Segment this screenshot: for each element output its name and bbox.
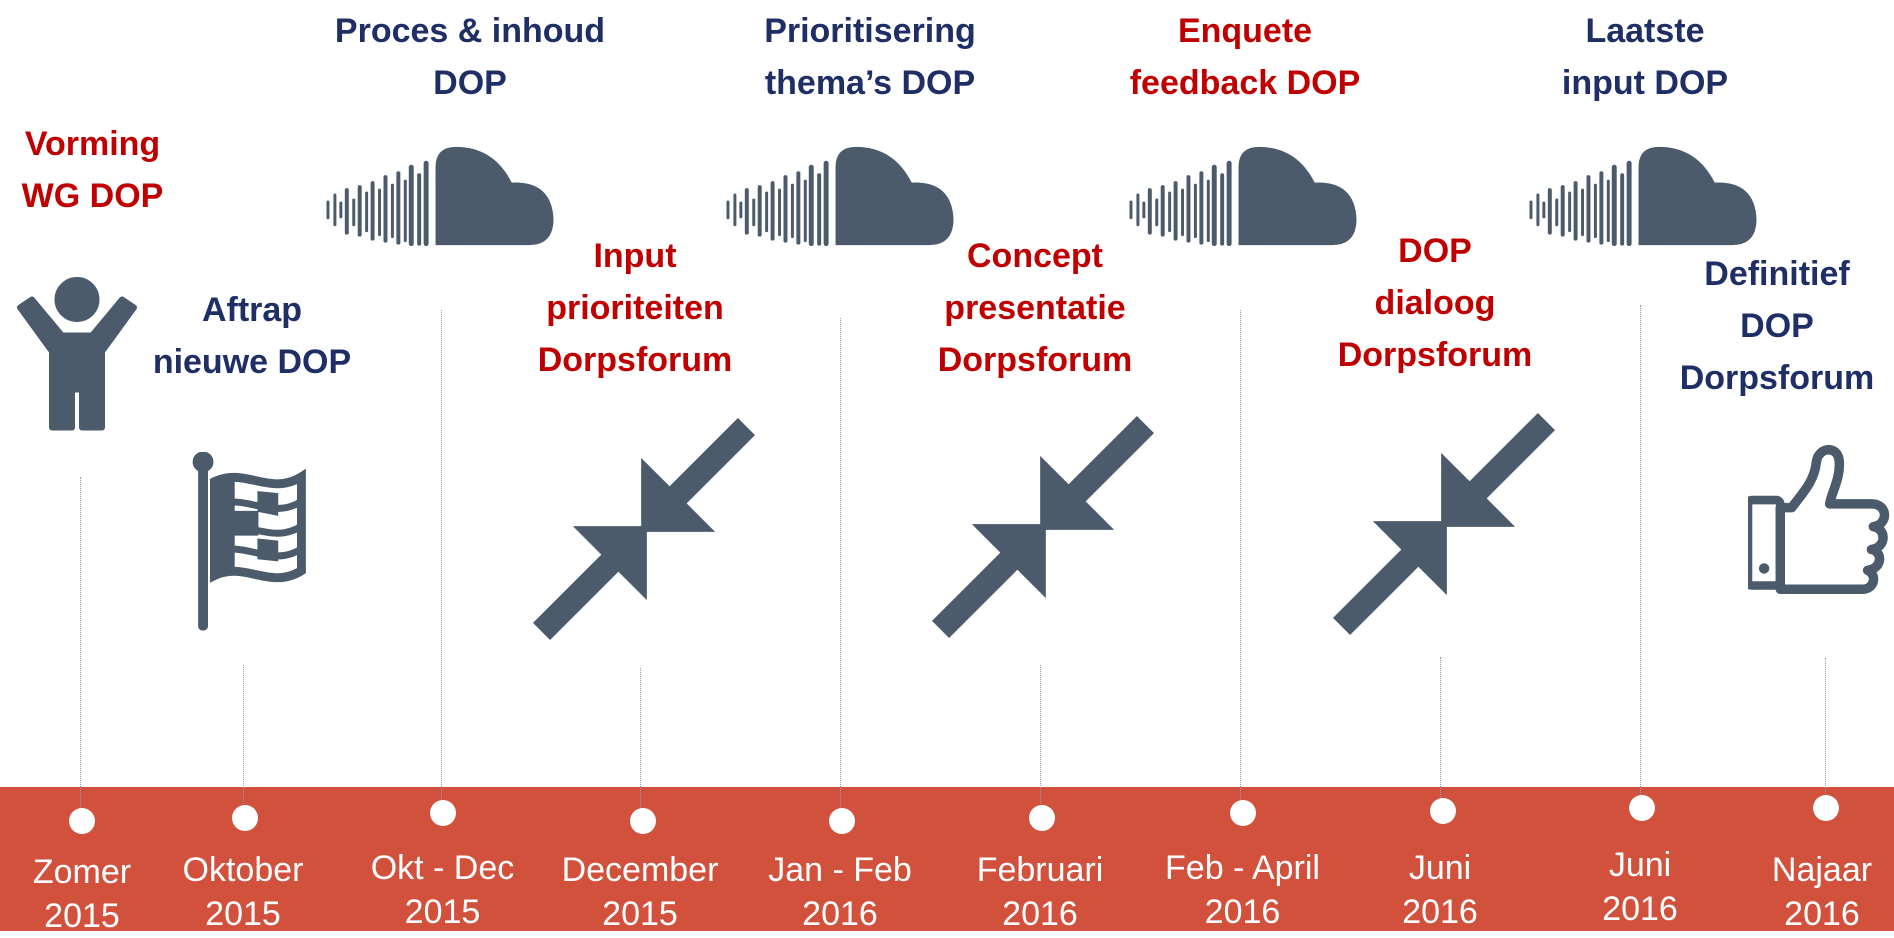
milestone-title: Aftrap nieuwe DOP [152,291,352,381]
milestone-title: Vorming WG DOP [21,125,164,215]
timeline-band [0,787,1894,931]
milestone-title: Proces & inhoud DOP [334,12,606,102]
milestone-date: Jan - Feb 2016 [768,851,912,933]
milestone-title: DOP dialoog Dorpsforum [1337,232,1533,374]
milestone-date: Feb - April 2016 [1165,849,1320,931]
timeline-dot [1230,800,1256,826]
thumbs-up-icon [1748,445,1894,595]
guide-line [640,668,641,813]
milestone-title: Prioritisering thema’s DOP [764,12,976,102]
timeline-dot [1813,795,1839,821]
guide-line [840,318,841,813]
milestone-date: Oktober 2015 [182,851,304,933]
guide-line [1240,310,1241,805]
milestone-date: Okt - Dec 2015 [370,849,515,931]
guide-line [1640,305,1641,805]
guide-line [243,665,244,810]
guide-line [1825,658,1826,808]
timeline-dot [1430,798,1456,824]
guide-line [1040,665,1041,810]
timeline-dot [430,800,456,826]
timeline-dot [232,805,258,831]
milestone-date: Februari 2016 [976,851,1104,933]
milestone-date: Najaar 2016 [1771,851,1873,933]
milestone-title: Laatste input DOP [1561,12,1729,102]
timeline-dot [1629,795,1655,821]
timeline-dot [829,808,855,834]
timeline-dot [69,808,95,834]
compress-arrows-icon [932,413,1154,641]
milestone-date: Zomer 2015 [32,853,132,935]
timeline-dot [1029,805,1055,831]
timeline-dot [630,808,656,834]
milestone-title: Definitief DOP Dorpsforum [1679,255,1875,397]
cloud-icon [1528,145,1758,247]
person-arms-up-icon [12,270,142,445]
milestone-title: Concept presentatie Dorpsforum [937,237,1133,379]
guide-line [80,477,81,815]
milestone-title: Input prioriteiten Dorpsforum [537,237,733,379]
checkered-flag-icon [180,452,325,632]
milestone-date: Juni 2016 [1602,846,1678,928]
compress-arrows-icon [533,415,755,643]
compress-arrows-icon [1333,410,1555,638]
milestone-date: Juni 2016 [1402,849,1478,931]
milestone-date: December 2015 [561,851,719,933]
guide-line [1440,657,1441,805]
guide-line [441,310,442,805]
milestone-title: Enquete feedback DOP [1129,12,1361,102]
